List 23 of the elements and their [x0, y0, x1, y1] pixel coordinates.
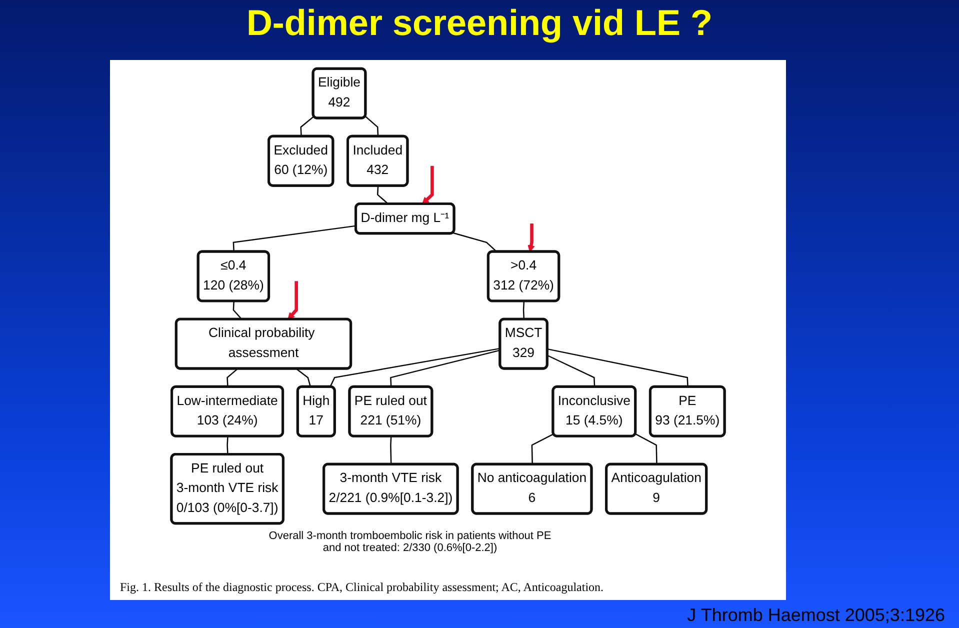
connector — [390, 350, 500, 388]
connector — [226, 368, 238, 388]
connector — [226, 436, 228, 455]
connector — [522, 301, 525, 320]
arrow — [528, 224, 535, 252]
connector — [296, 368, 312, 388]
connector — [300, 116, 314, 137]
figure-panel: Eligible 492 Excluded 60 (12%) Included 432 D-dimer mg L⁻¹ ≤0.4 120 (28%) >0.4 312 (72%) Clinical probability assessment MSCT 329 Low-intermediate 103 (24%) High 17 PE ruled out 221 (51%) Inconclusive 15 (4.5%) PE 93 (21.5%) PE ruled out 3-month VTE risk 0/103 (0%[0-3.7]) 3-month VTE risk 2/221 (0.9%[0.1-3.2]) No anticoagulation 6 Anticoagulation 9 Overall 3-month tromboembolic risk in patients without PE and not treated: 2/330 (0.6%[0-2.2]) Fig. 1. Results of the diagnostic process. CPA, Clinical probability assessment; AC, Anticoagulation. — [110, 60, 786, 600]
connector — [376, 186, 389, 205]
figure-caption: Fig. 1. Results of the diagnostic process. CPA, Clinical probability assessment; AC, Anticoagulation. — [120, 580, 604, 595]
slide-title: D-dimer screening vid LE ? — [245, 2, 714, 44]
arrow — [422, 166, 434, 204]
connector — [364, 116, 379, 137]
connector — [547, 354, 596, 388]
connector — [330, 348, 500, 388]
note-text: Overall 3-month tromboembolic risk in patients without PE and not treated: 2/330 (0.6%[0-2.2]) — [268, 530, 552, 554]
connector — [452, 232, 498, 252]
citation-text: J Thromb Haemost 2005;3:1926 — [687, 605, 945, 626]
arrow — [288, 281, 298, 320]
connector — [232, 301, 242, 320]
connector — [547, 348, 688, 388]
connector — [390, 436, 392, 464]
connector — [232, 225, 356, 252]
